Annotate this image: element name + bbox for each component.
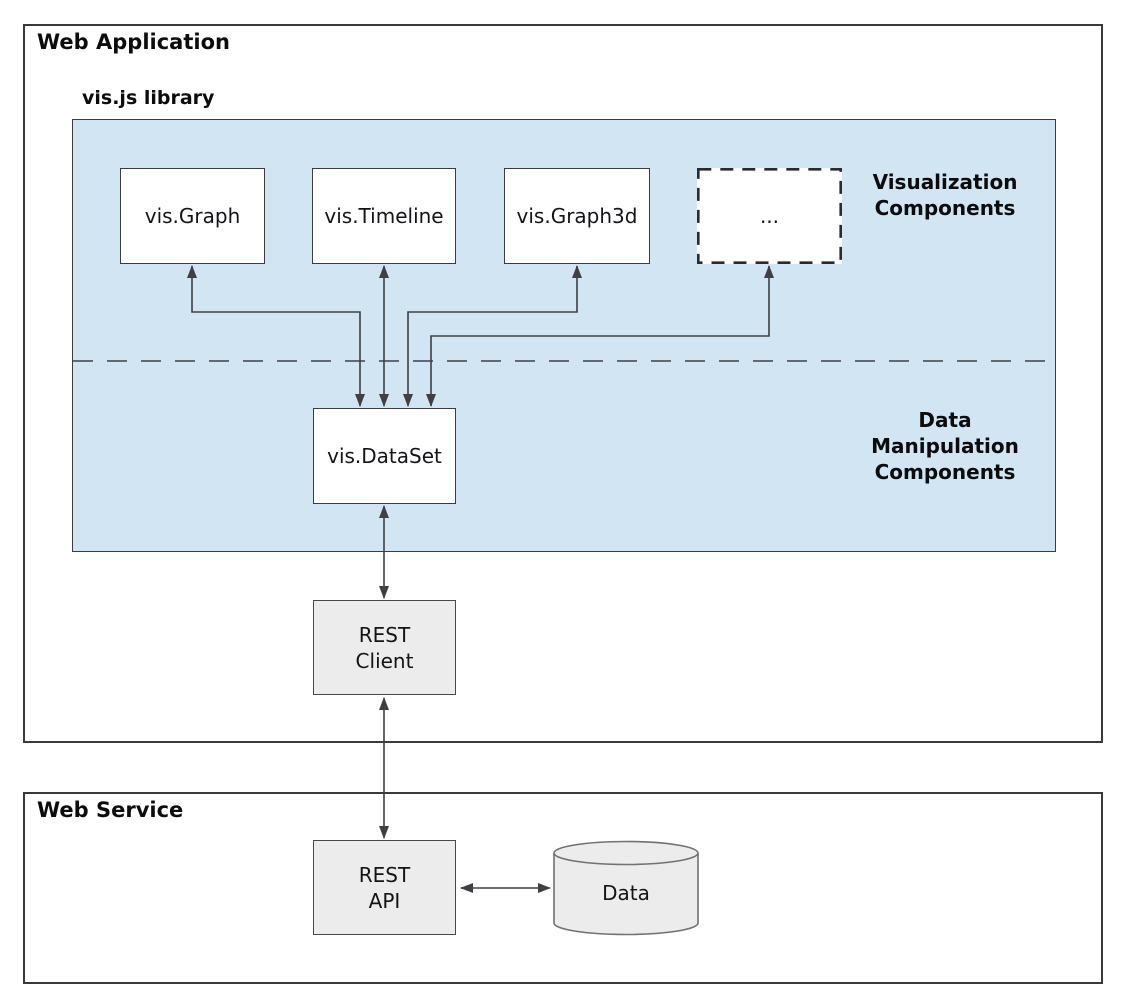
rest-client-label: REST Client xyxy=(355,622,414,673)
dashed-border xyxy=(697,168,842,264)
component-box-rest-client: REST Client xyxy=(313,600,456,695)
data-store-label: Data xyxy=(602,881,650,905)
data-manipulation-components-label: Data Manipulation Components xyxy=(871,408,1019,484)
visualization-components-label: Visualization Components xyxy=(872,170,1018,220)
component-box-rest-api: REST API xyxy=(313,840,456,935)
component-box-vis-dataset: vis.DataSet xyxy=(313,408,456,504)
vis-dataset-label: vis.DataSet xyxy=(327,444,442,468)
vis-graph3d-label: vis.Graph3d xyxy=(516,204,638,228)
component-box-vis-graph3d: vis.Graph3d xyxy=(504,168,650,264)
web-application-title: Web Application xyxy=(37,30,230,54)
component-box-vis-timeline: vis.Timeline xyxy=(312,168,456,264)
component-box-more: ... xyxy=(697,168,842,264)
vis-timeline-label: vis.Timeline xyxy=(324,204,444,228)
rest-api-label: REST API xyxy=(358,862,411,913)
visjs-library-label: vis.js library xyxy=(82,87,215,109)
vis-graph-label: vis.Graph xyxy=(144,204,241,228)
more-components-label: ... xyxy=(759,204,780,228)
web-service-title: Web Service xyxy=(37,798,184,822)
component-box-vis-graph: vis.Graph xyxy=(120,168,265,264)
